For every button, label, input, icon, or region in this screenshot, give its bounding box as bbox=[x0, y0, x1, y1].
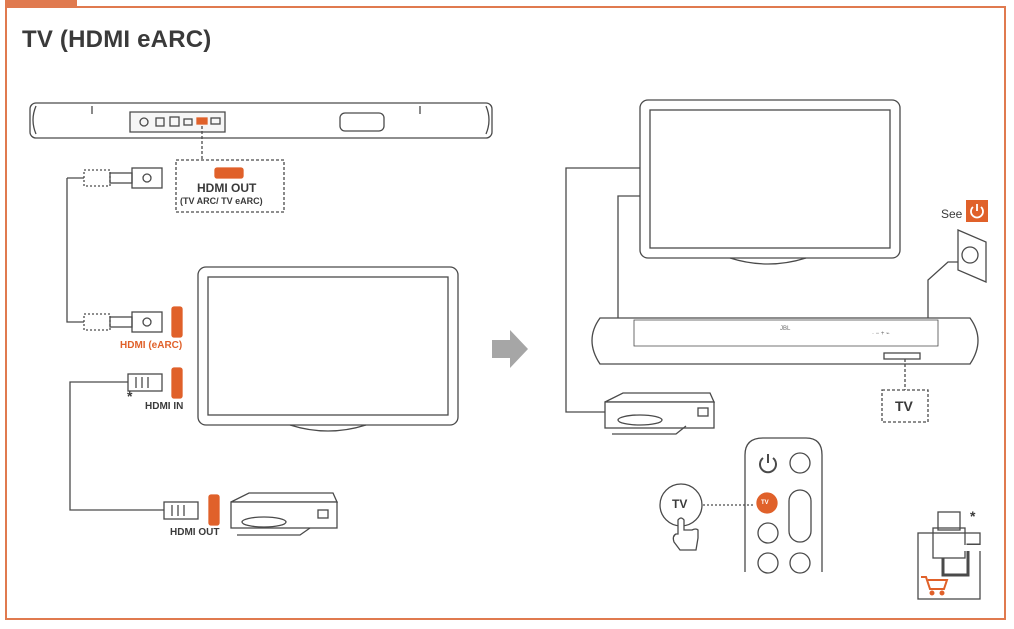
svg-text:JBL: JBL bbox=[780, 326, 791, 332]
source-hdmi-out-label: HDMI OUT bbox=[170, 527, 220, 538]
source-player-right bbox=[604, 392, 716, 435]
soundbar-hdmi-out-sub-label: (TV ARC/ TV eARC) bbox=[180, 196, 263, 206]
page-frame bbox=[5, 6, 1006, 620]
power-icon bbox=[970, 204, 984, 219]
hdmi-cable-icon bbox=[917, 511, 981, 600]
cart-icon bbox=[921, 576, 949, 596]
tv-left bbox=[197, 266, 459, 432]
arrow-right-icon bbox=[492, 330, 528, 368]
tv-hdmi-in-label: HDMI IN bbox=[145, 401, 184, 412]
tv-source-label: TV bbox=[895, 398, 913, 414]
see-label: See bbox=[941, 207, 963, 221]
hdmi-in-cable bbox=[69, 373, 199, 520]
remote-tv-button-label: TV bbox=[761, 500, 769, 506]
hdmi-out-callout bbox=[175, 126, 285, 213]
finger-press-icon bbox=[672, 517, 699, 551]
soundbar-rear bbox=[29, 102, 493, 139]
remote-power-icon bbox=[759, 454, 777, 474]
wall-socket bbox=[957, 229, 987, 283]
asterisk-left: * bbox=[127, 388, 133, 404]
soundbar-buttons: JBL · − + ⌁ bbox=[780, 326, 890, 337]
page-title: TV (HDMI eARC) bbox=[22, 26, 212, 53]
svg-text:· − + ⌁: · − + ⌁ bbox=[872, 331, 890, 337]
remote-control bbox=[744, 437, 823, 574]
tv-callout-label: TV bbox=[672, 497, 688, 511]
soundbar-hdmi-out-label: HDMI OUT bbox=[197, 181, 257, 195]
tv-earc-port-label: HDMI (eARC) bbox=[120, 340, 183, 351]
corner-tab bbox=[5, 0, 77, 8]
tv-right bbox=[639, 99, 901, 265]
earc-cable bbox=[66, 167, 163, 333]
source-player-left bbox=[230, 492, 339, 536]
tv-source-callout bbox=[881, 359, 929, 423]
soundbar-front bbox=[591, 317, 979, 365]
asterisk-right: * bbox=[970, 508, 976, 524]
